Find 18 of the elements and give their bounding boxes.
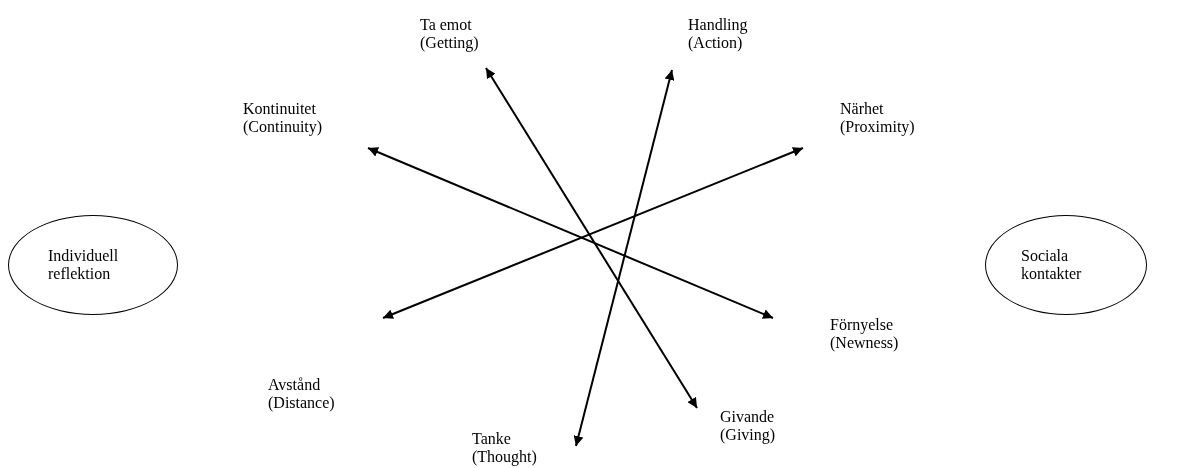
- node-label: Handling: [688, 16, 748, 34]
- translation-label: (Newness): [830, 334, 899, 352]
- node-label: Kontinuitet: [243, 100, 316, 118]
- node-label: Tanke: [472, 430, 511, 448]
- translation-label: (Continuity): [243, 118, 323, 136]
- double-headed-arrow: [573, 69, 675, 447]
- node-label: Närhet: [840, 100, 884, 118]
- node-label: Ta emot: [420, 16, 472, 34]
- translation-label: (Getting): [420, 34, 479, 52]
- node-label: Avstånd: [268, 376, 321, 394]
- double-headed-arrow: [485, 67, 698, 409]
- translation-label: (Action): [688, 34, 743, 52]
- node-label: Givande: [720, 408, 775, 426]
- translation-label: (Distance): [268, 394, 335, 412]
- translation-label: (Proximity): [840, 118, 915, 136]
- translation-label: (Giving): [720, 426, 776, 444]
- node-label: Förnyelse: [830, 316, 894, 334]
- translation-label: (Thought): [472, 448, 537, 466]
